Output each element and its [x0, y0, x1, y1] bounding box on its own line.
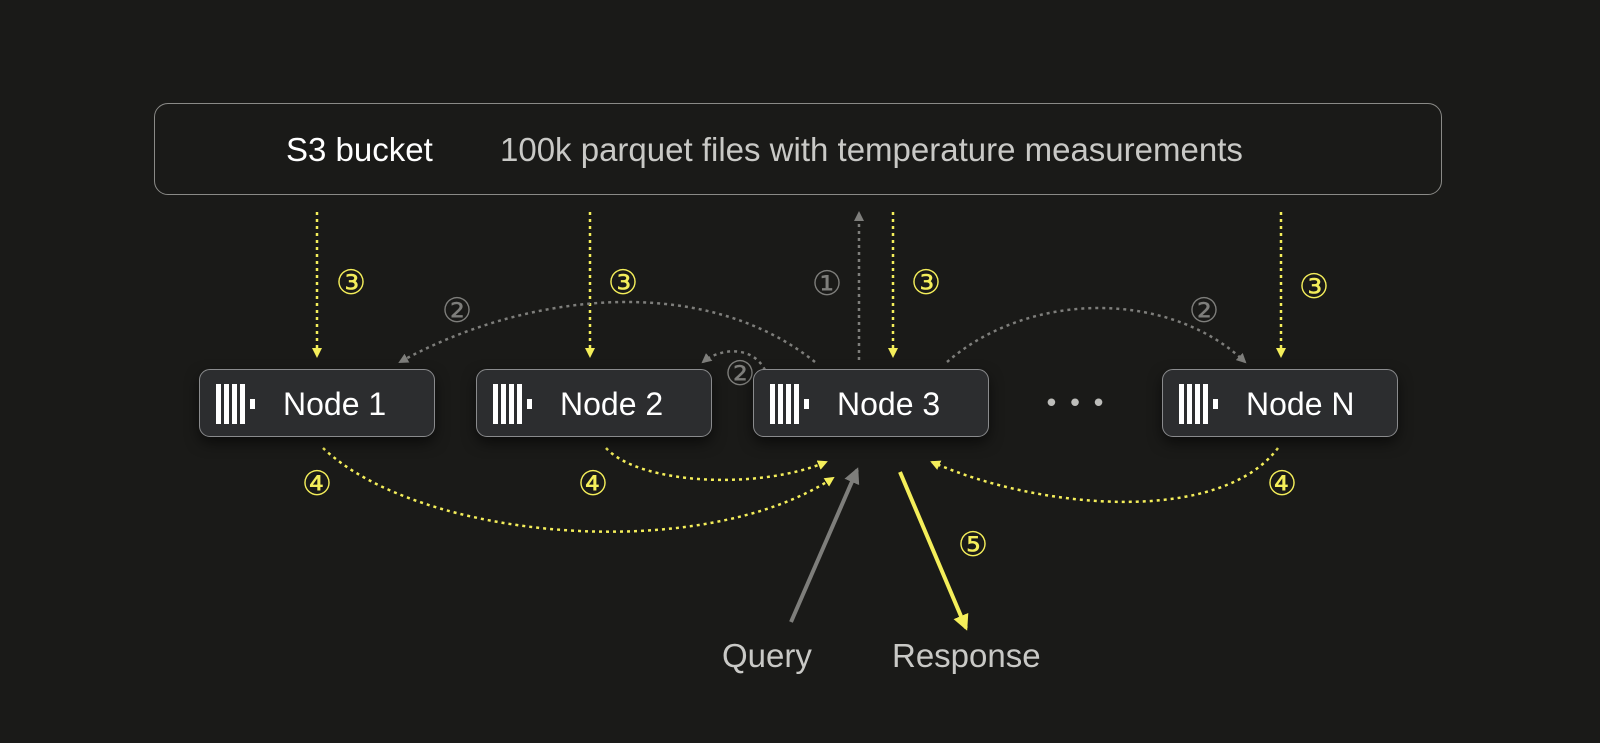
node-label: Node 2	[560, 386, 664, 422]
s3-bucket-box	[154, 103, 1442, 195]
more-nodes-ellipsis: • • •	[1044, 389, 1107, 419]
bucket-title: S3 bucket	[286, 131, 433, 168]
result-arrow-node-2	[605, 447, 828, 482]
distribute-arrow-node-1	[398, 300, 816, 364]
node-label: Node 1	[283, 386, 387, 422]
step-2-marker: ②	[725, 354, 755, 394]
fetch-arrows	[312, 212, 1286, 358]
result-arrows	[322, 447, 1279, 533]
node-label: Node 3	[837, 386, 941, 422]
distribute-arrows	[398, 300, 1247, 371]
result-arrow-node-n	[930, 447, 1279, 504]
step-3-marker: ③	[911, 263, 941, 303]
step-4-marker: ④	[1267, 464, 1297, 504]
node-n: Node N	[1162, 369, 1398, 437]
query-arrow	[789, 467, 860, 623]
step-3-marker: ③	[336, 263, 366, 303]
query-label: Query	[722, 637, 812, 674]
node-2: Node 2	[476, 369, 712, 437]
clickhouse-logo-icon	[770, 384, 814, 424]
step-5-marker: ⑤	[958, 525, 988, 565]
result-arrow-node-1	[322, 447, 835, 533]
distribute-arrow-node-n	[946, 306, 1247, 364]
node-label: Node N	[1246, 386, 1355, 422]
bucket-description: 100k parquet files with temperature meas…	[500, 131, 1243, 168]
distribute-arrow-node-2	[701, 350, 767, 371]
clickhouse-logo-icon	[493, 384, 537, 424]
node-3: Node 3	[753, 369, 989, 437]
step-2-marker: ②	[442, 291, 472, 331]
response-arrow	[898, 471, 969, 631]
step-3-marker: ③	[608, 263, 638, 303]
step-3-marker: ③	[1299, 267, 1329, 307]
step-2-marker: ②	[1189, 291, 1219, 331]
step-1-marker: ①	[812, 264, 842, 304]
clickhouse-logo-icon	[216, 384, 260, 424]
step-4-marker: ④	[302, 464, 332, 504]
step-4-marker: ④	[578, 464, 608, 504]
response-label: Response	[892, 637, 1041, 674]
clickhouse-logo-icon	[1179, 384, 1223, 424]
node-1: Node 1	[199, 369, 435, 437]
